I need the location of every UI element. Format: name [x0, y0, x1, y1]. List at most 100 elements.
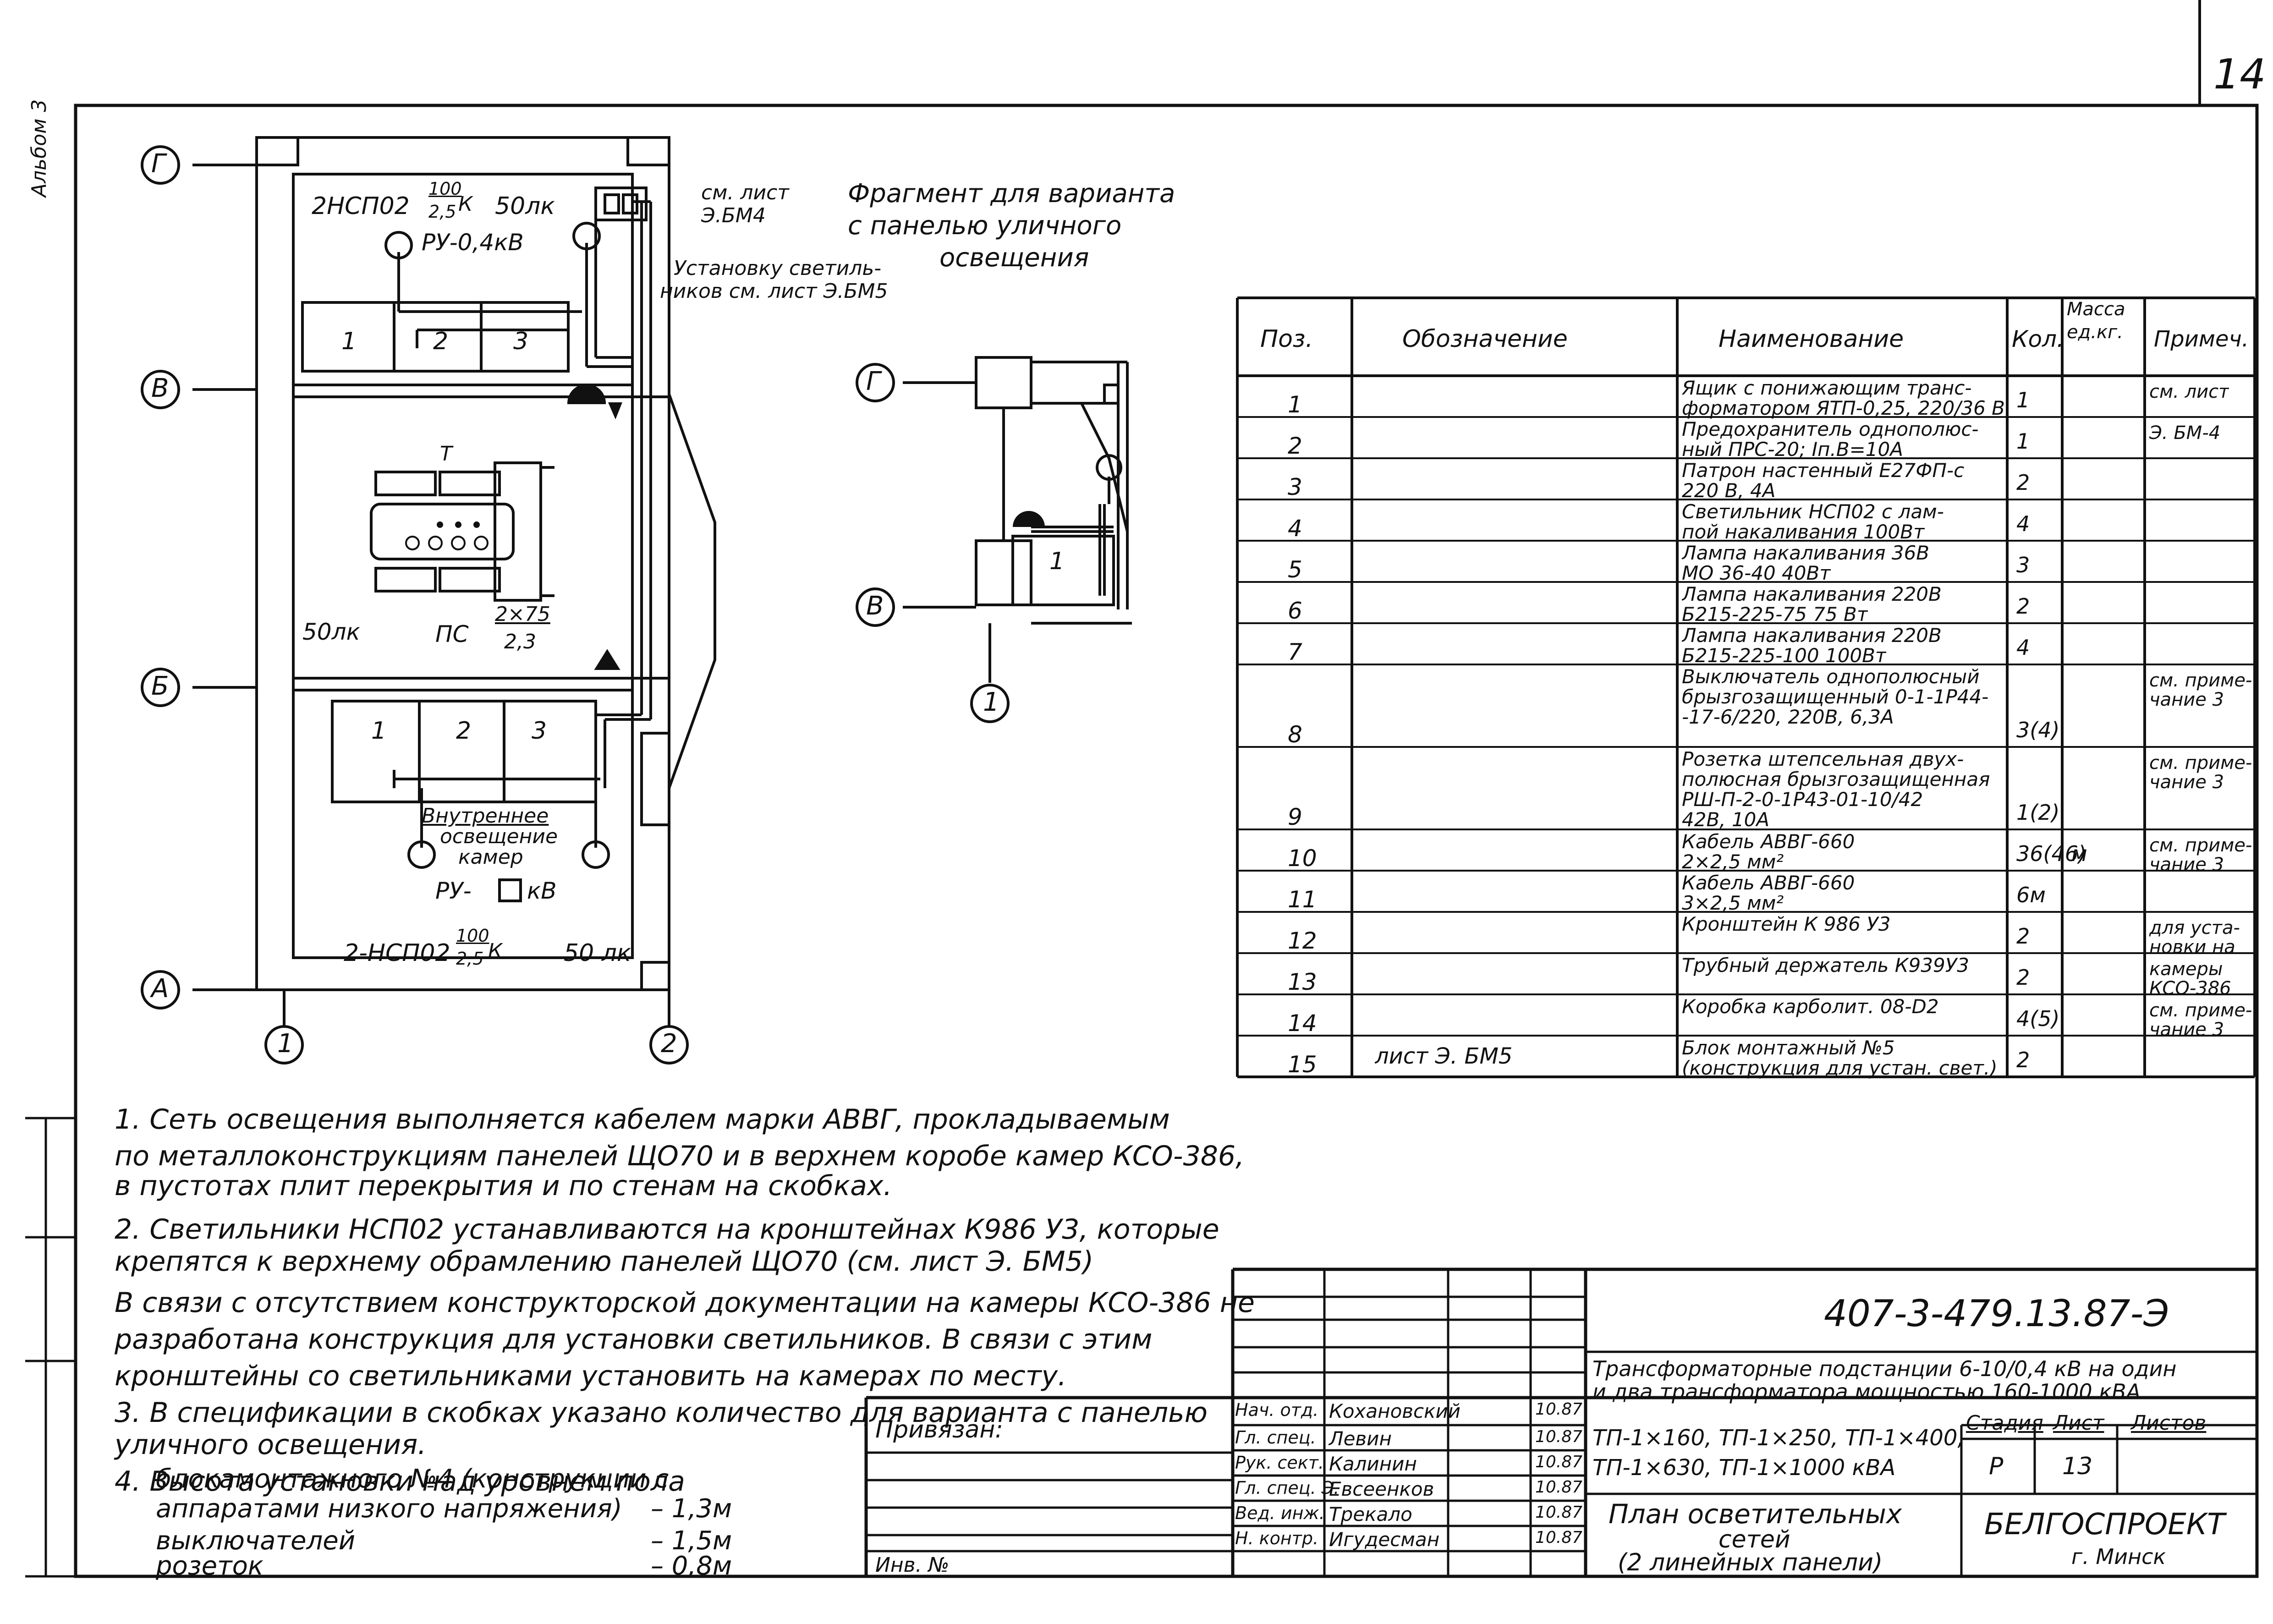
axis-label-1: 1	[277, 1029, 294, 1059]
top-fixture-frac-bottom: 2,5	[428, 202, 456, 222]
spec-row-name: брызгозащищенный 0-1-1Р44-	[1682, 686, 1989, 708]
spec-row-pos: 12	[1288, 929, 1317, 952]
signer-name: Калинин	[1329, 1453, 1417, 1475]
spec-row-pos: 1	[1288, 393, 1302, 416]
spec-row-note: см. приме-	[2149, 1000, 2252, 1021]
signer-role: Нач. отд.	[1235, 1400, 1319, 1420]
height-label: выключателей	[156, 1526, 356, 1556]
spec-row-pos: 5	[1288, 558, 1302, 581]
spec-row-note: новки на	[2149, 937, 2235, 958]
spec-row-name: Предохранитель однополюс-	[1682, 418, 1979, 440]
inv-label: Инв. №	[875, 1553, 950, 1577]
drawing-title-1: План осветительных	[1609, 1498, 1902, 1530]
spec-row-qty: 1(2)	[2016, 801, 2060, 824]
signer-name: Трекало	[1329, 1503, 1412, 1525]
spec-row-qty: 2	[2016, 471, 2030, 494]
note-line: разработана конструкция для установки св…	[115, 1323, 1153, 1355]
height-label: розеток	[156, 1551, 264, 1581]
spec-row-code: лист Э. БМ5	[1375, 1045, 1513, 1068]
note-line: кронштейны со светильниками установить н…	[115, 1360, 1067, 1392]
spec-row-note: Э. БМ-4	[2149, 422, 2221, 444]
spec-row-note: см. приме-	[2149, 835, 2252, 856]
spec-row-note: чание 3	[2149, 772, 2224, 793]
bot-device: РУ-	[435, 878, 472, 904]
mid-lux: 50лк	[302, 619, 360, 645]
spec-row-pos: 7	[1288, 641, 1302, 664]
spec-row-qty: 3	[2016, 554, 2030, 576]
spec-row-pos: 6	[1288, 599, 1302, 622]
signer-role: Гл. спец.	[1235, 1427, 1316, 1448]
signer-date: 10.87	[1535, 1478, 1583, 1497]
spec-header-name: Наименование	[1718, 328, 1904, 351]
mid-transformer-label: Т	[440, 442, 452, 466]
fragment-title-1: Фрагмент для варианта	[848, 179, 1175, 208]
spec-header-code: Обозначение	[1402, 328, 1568, 351]
spec-row-name: Кабель АВВГ-660	[1682, 872, 1855, 894]
spec-row-qty: 1	[2016, 389, 2030, 411]
spec-row-mass: м	[2071, 842, 2087, 865]
spec-row-pos: 11	[1288, 888, 1317, 911]
note-line: 4. Высота установки над уровнем пола	[115, 1465, 685, 1498]
org-city: г. Минск	[2071, 1544, 2166, 1569]
signer-date: 10.87	[1535, 1453, 1583, 1471]
axis-label-g: Г	[151, 149, 166, 179]
height-value: – 0,8м	[651, 1551, 732, 1581]
top-fixture-frac-top: 100	[428, 179, 462, 199]
spec-row-qty: 36(46)	[2016, 842, 2086, 865]
fragment-title-2: с панелью уличного	[848, 211, 1122, 241]
signer-role: Гл. спец. Э.	[1235, 1478, 1340, 1498]
spec-row-pos: 2	[1288, 434, 1302, 457]
mid-panel-label: ПС	[435, 621, 469, 647]
org-name: БЕЛГОСПРОЕКТ	[1984, 1508, 2225, 1542]
drawing-title-3: (2 линейных панели)	[1618, 1549, 1883, 1576]
signer-date: 10.87	[1535, 1528, 1583, 1547]
spec-row-name: форматором ЯТП-0,25, 220/36 В	[1682, 397, 2005, 419]
spec-row-name: 2×2,5 мм²	[1682, 850, 1784, 873]
bot-cell-1: 1	[371, 717, 387, 745]
page-number: 14	[2213, 50, 2266, 99]
spec-row-name: Блок монтажный №5	[1682, 1037, 1895, 1059]
spec-row-qty: 2	[2016, 966, 2030, 989]
spec-row-name: Кабель АВВГ-660	[1682, 830, 1855, 853]
signer-name: Игудесман	[1329, 1528, 1440, 1551]
variants-2: ТП-1×630, ТП-1×1000 кВА	[1592, 1455, 1896, 1481]
spec-row-name: Трубный держатель К939У3	[1682, 954, 1970, 977]
height-label: аппаратами низкого напряжения)	[156, 1494, 622, 1524]
sheet-value: 13	[2062, 1453, 2093, 1480]
height-value: – 1,3м	[651, 1494, 732, 1524]
note-line: по металлоконструкциям панелей ЩО70 и в …	[115, 1140, 1245, 1172]
spec-row-name: Лампа накаливания 36В	[1682, 542, 1930, 564]
fragment-cell-1: 1	[1049, 548, 1065, 575]
note-line: уличного освещения.	[115, 1429, 427, 1461]
top-device: РУ-0,4кВ	[422, 229, 524, 256]
doc-code: 407-3-479.13.87-Э	[1824, 1292, 2169, 1335]
bot-fixture-frac-top: 100	[456, 926, 489, 946]
fragment-axis-v: В	[866, 591, 884, 621]
spec-row-name: Кронштейн К 986 У3	[1682, 913, 1891, 935]
spec-row-name: Розетка штепсельная двух-	[1682, 748, 1964, 770]
spec-row-pos: 10	[1288, 847, 1317, 870]
spec-row-qty: 2	[2016, 925, 2030, 948]
spec-header-pos: Поз.	[1260, 328, 1313, 351]
top-fixture-suffix: К	[458, 192, 473, 216]
note-line: В связи с отсутствием конструкторской до…	[115, 1287, 1255, 1319]
spec-row-note: см. приме-	[2149, 670, 2252, 691]
top-ref-install-2: ников см. лист Э.БМ5	[660, 280, 888, 303]
spec-row-name: Б215-225-100 100Вт	[1682, 644, 1887, 667]
spec-row-pos: 3	[1288, 476, 1302, 499]
spec-row-name: 220 В, 4А	[1682, 479, 1776, 502]
spec-row-note: чание 3	[2149, 689, 2224, 710]
stage-label: Стадия	[1966, 1411, 2043, 1435]
signer-date: 10.87	[1535, 1427, 1583, 1446]
bot-fixture-frac-bottom: 2,5	[456, 949, 484, 969]
spec-row-note: камеры	[2149, 959, 2223, 980]
project-title-2: и два трансформатора мощностью 160-1000 …	[1592, 1379, 2141, 1404]
bound-label: Привязан:	[875, 1416, 1003, 1443]
spec-row-pos: 9	[1288, 806, 1302, 828]
signer-role: Рук. сект.	[1235, 1453, 1324, 1473]
spec-row-note: см. приме-	[2149, 752, 2252, 774]
